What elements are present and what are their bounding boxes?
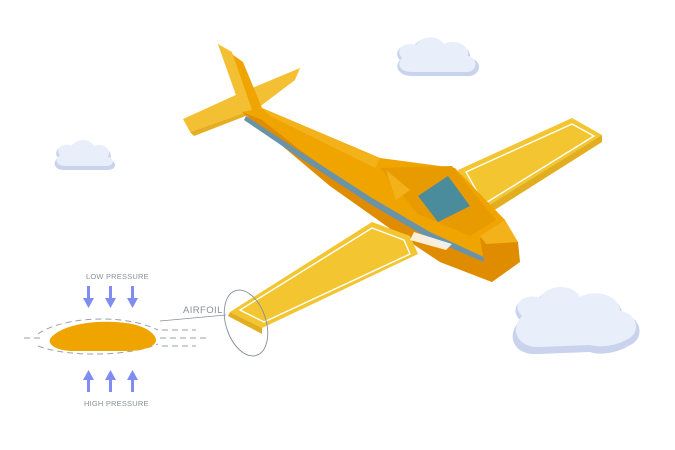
airfoil-label: AIRFOIL	[183, 305, 223, 316]
arrow-icon	[105, 370, 116, 392]
airfoil-callout: AIRFOIL	[159, 289, 269, 357]
airfoil-leader-line	[159, 314, 227, 322]
cloud-icon	[397, 37, 479, 76]
airfoil-profile	[49, 321, 156, 351]
cloud-icon	[512, 287, 640, 355]
arrow-icon	[127, 370, 138, 392]
right-wing	[228, 222, 452, 334]
high-pressure-label: HIGH PRESSURE	[84, 399, 149, 408]
cloud-icon	[54, 140, 116, 170]
airfoil-highlight-ring	[223, 289, 269, 357]
arrow-icon	[83, 286, 94, 308]
arrow-icon	[127, 286, 138, 308]
arrow-icon	[105, 286, 116, 308]
airplane-icon	[183, 44, 602, 334]
cockpit-canopy	[380, 166, 496, 236]
airfoil-diagram: LOW PRESSURE	[24, 272, 206, 408]
low-pressure-label: LOW PRESSURE	[86, 272, 149, 281]
arrow-icon	[83, 370, 94, 392]
tail-fin	[218, 44, 262, 112]
